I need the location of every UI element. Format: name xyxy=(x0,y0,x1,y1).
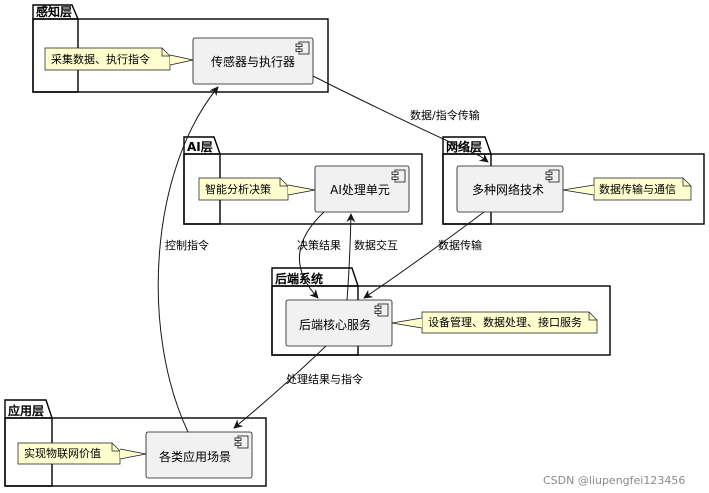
edge-backend-to-ai: 数据交互 xyxy=(346,213,398,301)
note-text-app-scenarios: 实现物联网价值 xyxy=(24,446,101,460)
edge-label-ai-to-backend: 决策结果 xyxy=(297,238,341,252)
package-perception: 感知层 xyxy=(32,4,329,93)
package-title-backend: 后端系统 xyxy=(275,271,323,286)
package-title-perception: 感知层 xyxy=(36,4,72,19)
component-label-backend-core: 后端核心服务 xyxy=(299,317,371,332)
edge-label-network-to-backend: 数据传输 xyxy=(438,238,482,252)
edge-app-to-sensors: 控制指令 xyxy=(157,86,219,433)
edge-label-sensors-to-network: 数据/指令传输 xyxy=(410,108,480,122)
package-title-application: 应用层 xyxy=(8,403,44,418)
package-title-network: 网络层 xyxy=(446,139,482,154)
component-label-sensors: 传感器与执行器 xyxy=(211,54,295,69)
note-text-backend-core: 设备管理、数据处理、接口服务 xyxy=(428,315,582,329)
component-app-scenarios: 各类应用场景 xyxy=(145,431,253,479)
package-title-ai: AI层 xyxy=(187,140,213,154)
note-text-sensors: 采集数据、执行指令 xyxy=(51,52,150,66)
component-label-ai-unit: AI处理单元 xyxy=(330,183,390,197)
note-ai-unit: 智能分析决策 xyxy=(198,177,316,201)
watermark: CSDN @liupengfei123456 xyxy=(543,474,685,487)
note-text-network-tech: 数据传输与通信 xyxy=(599,182,676,196)
component-label-network-tech: 多种网络技术 xyxy=(472,182,544,197)
edge-sensors-to-network: 数据/指令传输 xyxy=(312,75,489,163)
edge-backend-to-app: 处理结果与指令 xyxy=(233,345,363,429)
package-application: 应用层 xyxy=(4,399,267,487)
component-ai-unit: AI处理单元 xyxy=(314,165,410,213)
edge-network-to-backend: 数据传输 xyxy=(363,211,485,299)
edge-label-app-to-sensors: 控制指令 xyxy=(165,238,209,252)
note-app-scenarios: 实现物联网价值 xyxy=(17,442,147,465)
note-text-ai-unit: 智能分析决策 xyxy=(205,182,271,196)
component-backend-core: 后端核心服务 xyxy=(285,299,393,347)
edge-label-backend-to-app: 处理结果与指令 xyxy=(286,372,363,386)
package-network: 网络层 xyxy=(442,136,705,225)
component-network-tech: 多种网络技术 xyxy=(456,165,564,213)
note-backend-core: 设备管理、数据处理、接口服务 xyxy=(391,311,598,334)
component-label-app-scenarios: 各类应用场景 xyxy=(159,449,231,464)
edge-label-backend-to-ai: 数据交互 xyxy=(354,238,398,252)
note-sensors: 采集数据、执行指令 xyxy=(44,47,194,71)
edge-ai-to-backend: 决策结果 xyxy=(297,211,341,299)
note-network-tech: 数据传输与通信 xyxy=(562,177,692,201)
component-sensors: 传感器与执行器 xyxy=(192,37,314,85)
